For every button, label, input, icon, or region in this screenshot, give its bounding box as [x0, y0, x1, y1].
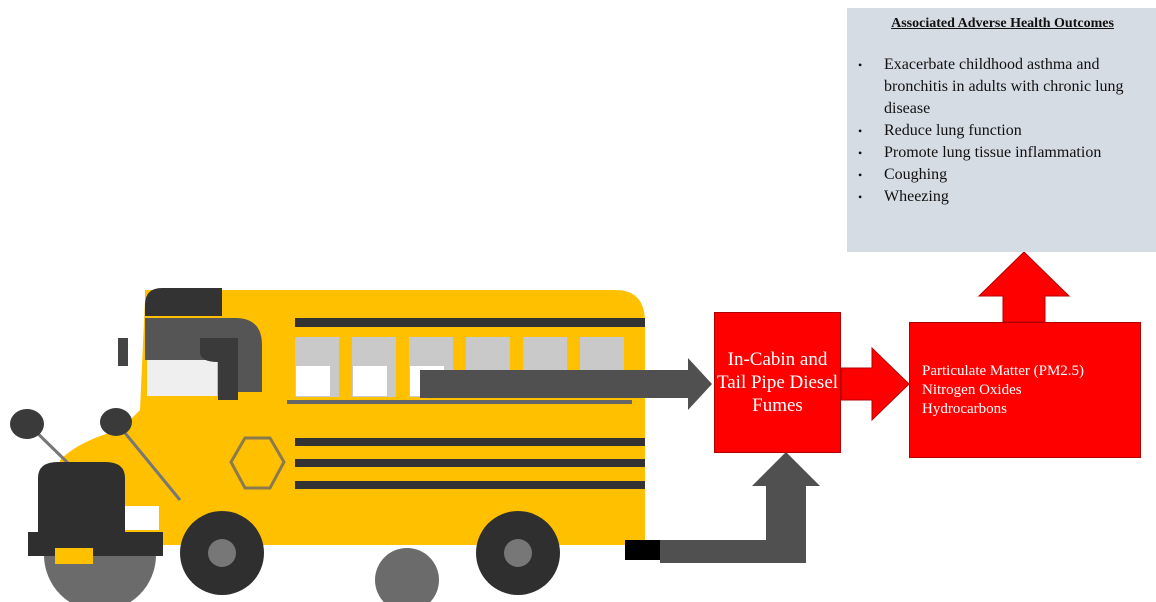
bus-headlight	[125, 506, 159, 530]
bus-roof-stripe	[295, 318, 645, 327]
arrow-fumes-to-pollutants	[841, 348, 909, 420]
bus-side-stripe-2	[295, 459, 645, 467]
bus-side-mirror-bracket	[118, 338, 128, 366]
bus-left-mirror	[10, 409, 44, 439]
list-item: •Reduce lung function	[855, 120, 1150, 142]
bus-front-light	[55, 548, 93, 564]
bus-windshield-glass	[147, 360, 217, 396]
diesel-fumes-label: In-Cabin and Tail Pipe Diesel Fumes	[715, 348, 840, 417]
bus-rear-wheel-hub	[504, 539, 532, 567]
list-item: •Coughing	[855, 164, 1150, 186]
health-outcomes-box: Associated Adverse Health Outcomes •Exac…	[847, 8, 1156, 252]
pollutant-nitrogen-oxides: Nitrogen Oxides	[922, 381, 1084, 400]
pollutant-hydrocarbons: Hydrocarbons	[922, 400, 1084, 419]
bus-middle-wheel	[375, 548, 439, 602]
bus-right-mirror	[100, 408, 132, 436]
list-item: •Wheezing	[855, 186, 1150, 208]
pollutants-box: Particulate Matter (PM2.5) Nitrogen Oxid…	[909, 322, 1141, 458]
bus-bumper	[28, 532, 163, 556]
arrow-pollutants-to-outcomes	[979, 252, 1069, 322]
bus-tailpipe	[625, 540, 660, 560]
bus-side-stripe-3	[295, 481, 645, 489]
school-bus-illustration	[10, 288, 660, 602]
health-outcomes-title: Associated Adverse Health Outcomes	[855, 16, 1150, 32]
bus-window-sill	[287, 400, 632, 404]
pollutant-pm25: Particulate Matter (PM2.5)	[922, 362, 1084, 381]
bus-side-stripe-1	[295, 438, 645, 446]
list-item: •Promote lung tissue inflammation	[855, 142, 1150, 164]
arrow-tailpipe-to-fumes	[660, 452, 820, 563]
bus-front-wheel-hub	[208, 539, 236, 567]
health-outcomes-list: •Exacerbate childhood asthma and bronchi…	[855, 54, 1150, 208]
list-item: •Exacerbate childhood asthma and bronchi…	[855, 54, 1150, 120]
bus-roof-cap	[145, 288, 222, 316]
pollutants-list: Particulate Matter (PM2.5) Nitrogen Oxid…	[922, 362, 1084, 419]
diesel-fumes-box: In-Cabin and Tail Pipe Diesel Fumes	[714, 312, 841, 453]
